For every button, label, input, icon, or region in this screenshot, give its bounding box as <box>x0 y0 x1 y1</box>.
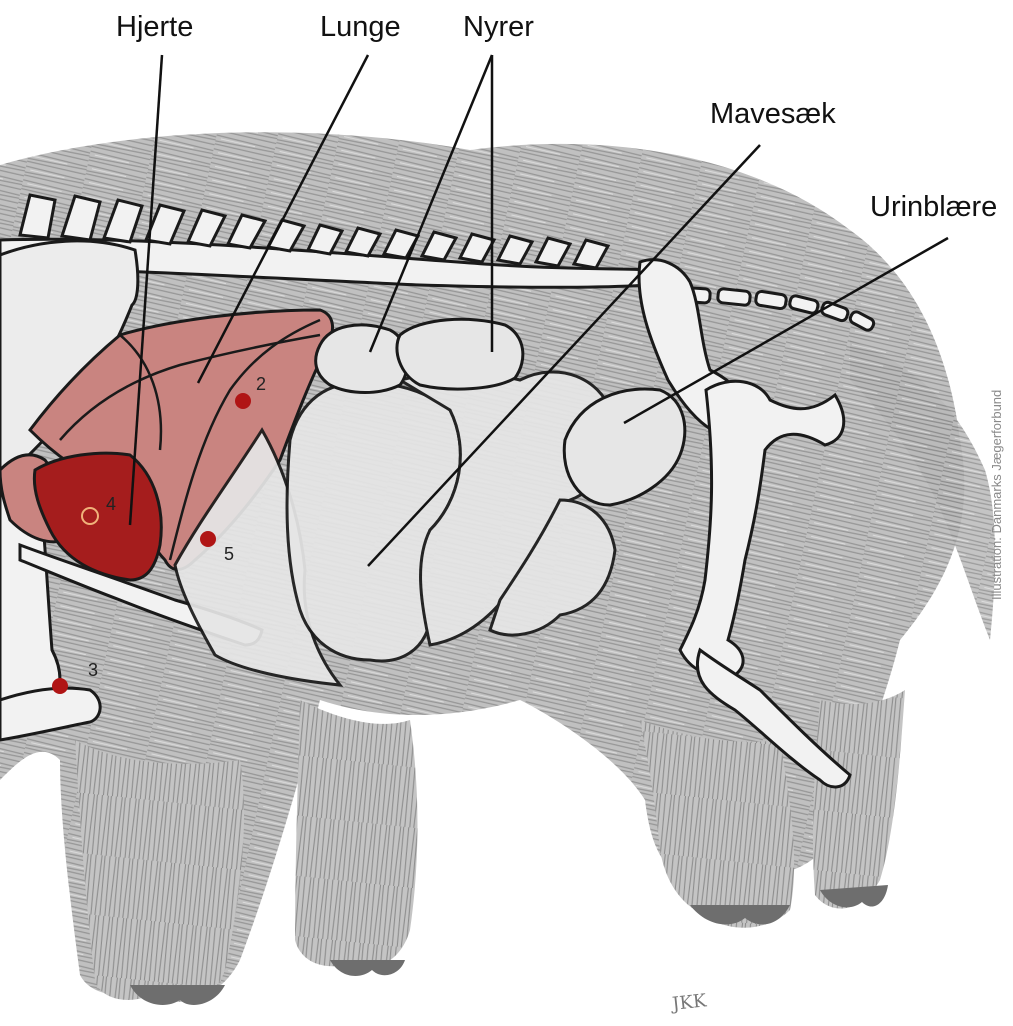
label-lung: Lunge <box>320 13 401 42</box>
label-kidneys: Nyrer <box>463 13 534 42</box>
label-stomach: Mavesæk <box>710 100 836 129</box>
label-bladder: Urinblære <box>870 193 997 222</box>
illustration-credit: Illustration: Danmarks Jægerforbund <box>990 390 1003 600</box>
marker-dot-2 <box>235 393 251 409</box>
marker-dot-5 <box>200 531 216 547</box>
marker-number-3: 3 <box>88 660 98 680</box>
marker-dot-3 <box>52 678 68 694</box>
label-heart: Hjerte <box>116 13 193 42</box>
marker-number-4: 4 <box>106 494 116 514</box>
marker-number-2: 2 <box>256 374 266 394</box>
artist-signature: JKK <box>669 990 708 1015</box>
marker-number-5: 5 <box>224 544 234 564</box>
